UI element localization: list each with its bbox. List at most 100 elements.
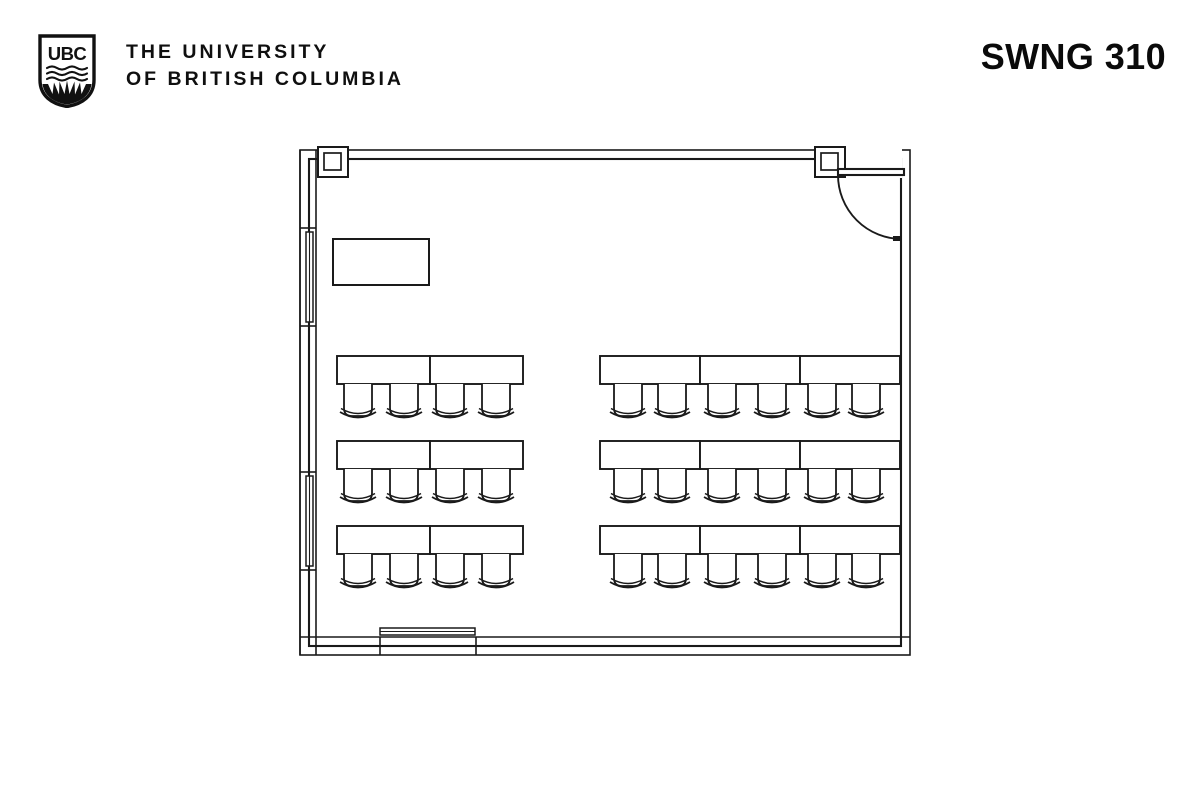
room-fixtures <box>332 238 430 286</box>
chair-back-arc-outer <box>609 411 647 419</box>
student-chair[interactable] <box>847 554 885 589</box>
structural-columns <box>317 146 846 178</box>
chair-back-arc-outer <box>477 496 515 504</box>
chair-body <box>851 384 881 417</box>
chair-body <box>481 554 511 587</box>
seating-group-right <box>599 440 901 504</box>
student-table[interactable] <box>429 355 524 385</box>
student-chair[interactable] <box>653 384 691 419</box>
chair-back-arc-inner <box>478 577 514 585</box>
seating-row <box>336 440 901 504</box>
student-chair[interactable] <box>753 384 791 419</box>
student-chair[interactable] <box>703 469 741 504</box>
student-table[interactable] <box>336 525 431 555</box>
student-chair[interactable] <box>385 469 423 504</box>
door-swing-arc <box>837 174 903 240</box>
student-chair[interactable] <box>653 554 691 589</box>
chair-back-arc-outer <box>477 581 515 589</box>
chair-body <box>757 469 787 502</box>
door-leaf[interactable] <box>836 167 906 177</box>
student-chair[interactable] <box>803 384 841 419</box>
chair-back-arc-outer <box>803 496 841 504</box>
student-table[interactable] <box>599 440 701 470</box>
chair-body <box>657 469 687 502</box>
student-table[interactable] <box>429 440 524 470</box>
student-chair[interactable] <box>339 554 377 589</box>
student-chair[interactable] <box>609 469 647 504</box>
chair-back-arc-inner <box>478 407 514 415</box>
chair-back-arc-inner <box>654 407 690 415</box>
instructor-counter[interactable] <box>332 238 430 286</box>
student-table[interactable] <box>336 440 431 470</box>
student-table[interactable] <box>336 355 431 385</box>
chair-back-arc-outer <box>431 411 469 419</box>
chair-back-arc-inner <box>848 407 884 415</box>
student-table[interactable] <box>799 355 901 385</box>
chair-body <box>389 469 419 502</box>
chair-back-arc-inner <box>610 407 646 415</box>
chair-body <box>707 469 737 502</box>
student-chair[interactable] <box>753 469 791 504</box>
door-jamb-block <box>893 236 902 241</box>
student-chair[interactable] <box>477 469 515 504</box>
chair-back-arc-inner <box>804 407 840 415</box>
seating-group-left <box>336 440 524 504</box>
chair-back-arc-inner <box>610 577 646 585</box>
chair-body <box>613 469 643 502</box>
door-top-right[interactable] <box>836 148 906 241</box>
chair-body <box>851 469 881 502</box>
student-chair[interactable] <box>847 469 885 504</box>
windows <box>305 231 476 636</box>
student-table[interactable] <box>799 440 901 470</box>
chair-body <box>343 384 373 417</box>
column-top-left <box>317 146 349 178</box>
student-chair[interactable] <box>431 384 469 419</box>
brand-wordmark: THE UNIVERSITY OF BRITISH COLUMBIA <box>126 42 404 90</box>
chair-back-arc-inner <box>704 492 740 500</box>
seating-group-right <box>599 355 901 419</box>
chair-back-arc-inner <box>848 492 884 500</box>
student-chair[interactable] <box>431 469 469 504</box>
student-table[interactable] <box>699 355 801 385</box>
student-table[interactable] <box>699 440 801 470</box>
brand-line-1: THE UNIVERSITY <box>126 41 330 63</box>
student-chair[interactable] <box>753 554 791 589</box>
chair-back-arc-outer <box>609 496 647 504</box>
student-chair[interactable] <box>803 469 841 504</box>
student-chair[interactable] <box>847 384 885 419</box>
chair-body <box>807 469 837 502</box>
student-chair[interactable] <box>609 384 647 419</box>
student-chair[interactable] <box>339 384 377 419</box>
chair-back-arc-outer <box>477 411 515 419</box>
student-chair[interactable] <box>477 554 515 589</box>
student-table[interactable] <box>429 525 524 555</box>
student-chair[interactable] <box>477 384 515 419</box>
student-chair[interactable] <box>703 384 741 419</box>
page-header: UBC THE UNIVERSITY OF BRITISH COLUMBIA S… <box>0 0 1200 128</box>
student-chair[interactable] <box>385 384 423 419</box>
chair-back-arc-outer <box>653 411 691 419</box>
student-table[interactable] <box>799 525 901 555</box>
floorplan-drawing <box>299 146 911 656</box>
chair-back-arc-outer <box>703 581 741 589</box>
student-table[interactable] <box>599 355 701 385</box>
student-chair[interactable] <box>609 554 647 589</box>
student-chair[interactable] <box>703 554 741 589</box>
student-chair[interactable] <box>339 469 377 504</box>
chair-back-arc-outer <box>803 411 841 419</box>
student-table[interactable] <box>599 525 701 555</box>
chair-back-arc-outer <box>609 581 647 589</box>
chair-back-arc-inner <box>754 407 790 415</box>
window-bottom <box>379 627 476 636</box>
student-chair[interactable] <box>803 554 841 589</box>
student-table[interactable] <box>699 525 801 555</box>
student-chair[interactable] <box>653 469 691 504</box>
chair-body <box>343 469 373 502</box>
chair-body <box>707 554 737 587</box>
chair-back-arc-outer <box>753 496 791 504</box>
chair-back-arc-inner <box>340 407 376 415</box>
chair-back-arc-inner <box>654 492 690 500</box>
student-chair[interactable] <box>431 554 469 589</box>
seating-group-right <box>599 525 901 589</box>
student-chair[interactable] <box>385 554 423 589</box>
